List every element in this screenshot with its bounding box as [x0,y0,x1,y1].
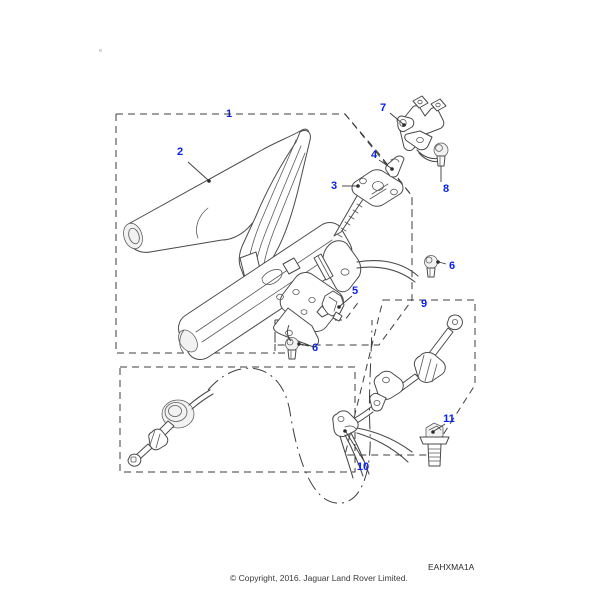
part-pawl-ratchet-clip [316,290,345,322]
part-round-head-bolt [433,142,449,167]
part-switch-bracket [396,95,447,163]
copyright-notice: © Copyright, 2016. Jaguar Land Rover Lim… [230,573,408,583]
callout-label-3: 3 [331,180,337,192]
callout-label-10: 10 [357,461,369,473]
scan-artifact-speck [99,49,102,52]
part-ratchet-mechanism [273,181,419,347]
part-bolt-upper [424,255,438,278]
part-cable-clamp [332,410,413,479]
part-mounting-bracket-plate [351,169,404,207]
part-cable-assembly [343,314,463,430]
part-bush-spacer-sleeve [385,155,405,178]
callout-label-6-lower: 6 [312,342,318,354]
callout-label-4: 4 [371,149,378,161]
part-lever-grip-handle [123,128,311,286]
callout-label-6-upper: 6 [449,260,455,272]
bolt-thread-lines [428,448,441,462]
cable-route-guide [207,319,373,504]
callout-label-1: 1 [226,108,232,120]
part-cable-end-eye [127,389,214,467]
callout-label-5: 5 [352,285,358,297]
callout-label-2: 2 [177,146,183,158]
part-hex-flange-bolt [419,422,450,467]
part-lever-shaft-rail [178,222,353,360]
callout-label-11: 11 [443,413,455,425]
group-outline-boxes [115,113,476,473]
callout-labels: 1 2 3 4 5 6 6 7 8 9 10 11 [177,102,455,473]
callout-label-7: 7 [380,102,386,114]
group-box-bracket-region [274,113,413,346]
group-box-cable-end [119,366,356,473]
callout-label-9: 9 [421,298,427,310]
group-box-lever-assembly [115,113,413,354]
callout-label-8: 8 [443,183,449,195]
group-box-mid-lower [275,299,361,321]
drawing-code: EAHXMA1A [428,562,475,572]
callout-leader-lines [187,112,447,462]
